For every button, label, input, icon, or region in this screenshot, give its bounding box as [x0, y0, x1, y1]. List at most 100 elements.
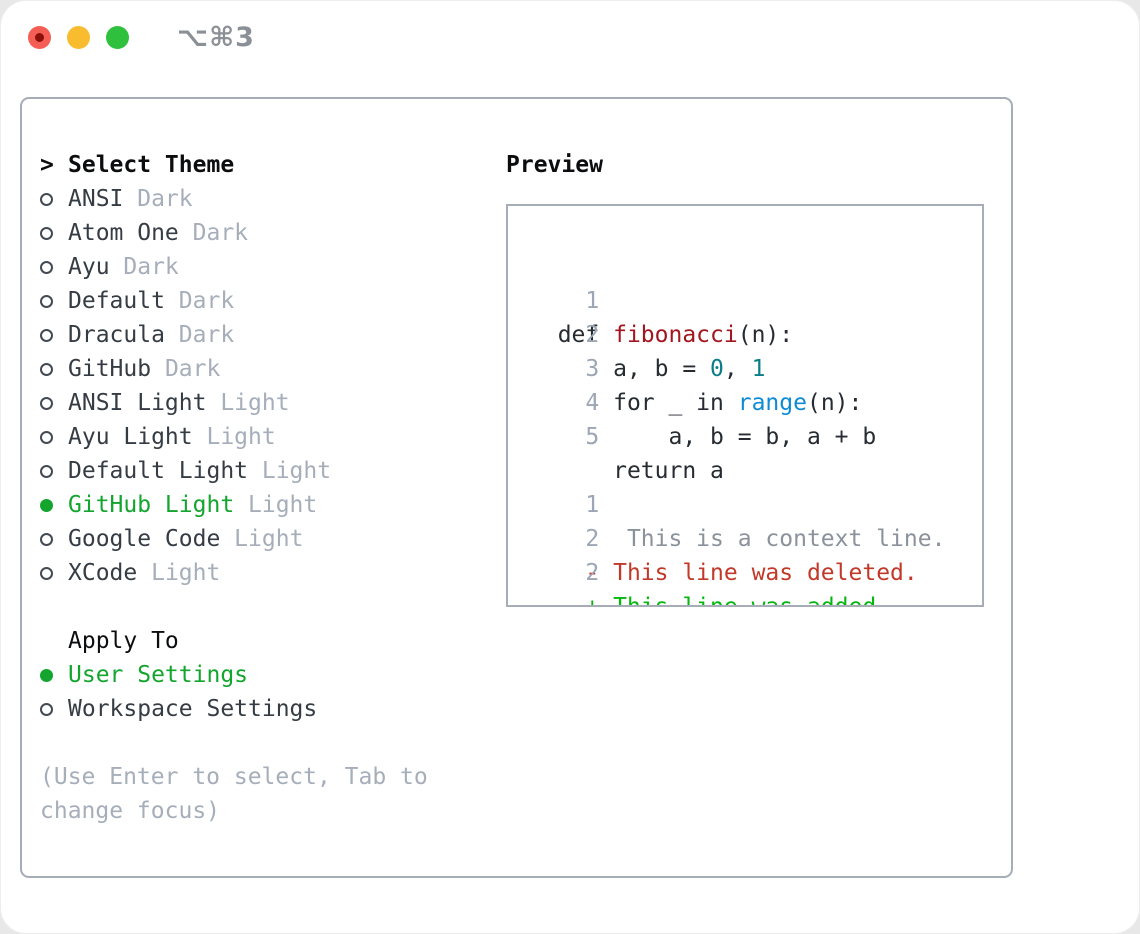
radio-icon: [40, 226, 53, 240]
option-variant-label: Dark: [178, 220, 249, 246]
code-segment: fibonacci: [613, 322, 738, 348]
radio-icon: [40, 702, 53, 716]
close-button-dot-icon: [35, 32, 44, 42]
apply-to-heading-row: Apply To: [40, 624, 500, 658]
option-variant-label: Dark: [123, 186, 193, 212]
line-number: 2: [585, 322, 600, 348]
option-variant-label: Dark: [164, 288, 235, 314]
theme-option-default-light[interactable]: Default Light Light: [40, 454, 500, 488]
preview-column: Preview 1 def fibonacci(n): 2 a, b = 0, …: [506, 148, 992, 607]
preview-box: 1 def fibonacci(n): 2 a, b = 0, 1 3 for …: [506, 204, 984, 607]
preview-heading: Preview: [506, 152, 603, 178]
option-variant-label: Light: [206, 390, 290, 416]
option-variant-label: Light: [192, 424, 276, 450]
code-line: 5 return a: [530, 386, 982, 484]
theme-option-github-light[interactable]: GitHub Light Light: [40, 488, 500, 522]
option-variant-label: Dark: [109, 254, 179, 280]
radio-icon: [40, 192, 53, 206]
code-line: 1 This is a context line.: [530, 454, 982, 552]
line-number: 2: [585, 526, 600, 552]
option-label: Ayu Light: [68, 424, 193, 450]
option-variant-label: Light: [137, 560, 221, 586]
radio-icon: [40, 464, 53, 478]
radio-icon: [40, 396, 53, 410]
option-label: Dracula: [68, 322, 165, 348]
option-label: GitHub: [68, 356, 152, 382]
option-label: Atom One: [68, 220, 179, 246]
option-variant-label: Light: [220, 526, 304, 552]
theme-option-ayu[interactable]: Ayu Dark: [40, 250, 500, 284]
code-segment: for _ in: [557, 390, 738, 416]
code-line: 2 + This line was added.: [530, 522, 982, 605]
theme-option-atom-one[interactable]: Atom One Dark: [40, 216, 500, 250]
option-variant-label: Light: [248, 458, 332, 484]
theme-option-default[interactable]: Default Dark: [40, 284, 500, 318]
radio-icon: [40, 532, 53, 546]
option-label: GitHub Light: [68, 492, 235, 518]
theme-list: ANSI Dark Atom One Dark Ayu Dark Default…: [40, 182, 500, 590]
option-label: ANSI Light: [68, 390, 207, 416]
theme-option-github[interactable]: GitHub Dark: [40, 352, 500, 386]
option-variant-label: Light: [234, 492, 318, 518]
line-number: 5: [585, 424, 600, 450]
code-segment: + This line was added.: [557, 594, 891, 607]
apply-option-workspace-settings[interactable]: Workspace Settings: [40, 692, 500, 726]
option-label: Google Code: [68, 526, 221, 552]
window-title-shortcut: ⌥⌘3: [177, 21, 255, 53]
line-number: 1: [585, 288, 600, 314]
theme-option-dracula[interactable]: Dracula Dark: [40, 318, 500, 352]
code-segment: a, b = b, a + b: [557, 424, 877, 450]
maximize-button[interactable]: [106, 25, 129, 49]
apply-option-user-settings[interactable]: User Settings: [40, 658, 500, 692]
code-segment: 0: [710, 356, 724, 382]
spacer: [40, 726, 500, 760]
radio-icon: [40, 430, 53, 444]
code-preview: 1 def fibonacci(n): 2 a, b = 0, 1 3 for …: [530, 250, 982, 605]
theme-option-ansi[interactable]: ANSI Dark: [40, 182, 500, 216]
option-label: User Settings: [68, 662, 249, 688]
option-label: Default Light: [68, 458, 249, 484]
close-button[interactable]: [28, 25, 51, 49]
keyboard-hint: (Use Enter to select, Tab to change focu…: [40, 764, 428, 824]
code-segment: (n):: [806, 390, 863, 416]
radio-icon: [40, 260, 53, 274]
code-segment: return a: [557, 458, 724, 484]
theme-list-heading: Select Theme: [68, 152, 235, 178]
theme-option-ayu-light[interactable]: Ayu Light Light: [40, 420, 500, 454]
cursor-indicator: >: [40, 152, 54, 178]
code-segment: This is a context line.: [557, 526, 946, 552]
option-label: Default: [68, 288, 165, 314]
theme-list-heading-row: > Select Theme: [40, 148, 500, 182]
theme-list-column: > Select Theme ANSI Dark Atom One Dark A…: [40, 148, 500, 828]
minimize-button[interactable]: [67, 25, 90, 49]
radio-icon: [40, 498, 53, 512]
line-number: 2: [585, 560, 600, 586]
option-label: Ayu: [68, 254, 110, 280]
code-segment: range: [737, 390, 807, 416]
code-segment: def: [557, 322, 614, 348]
theme-option-ansi-light[interactable]: ANSI Light Light: [40, 386, 500, 420]
option-variant-label: Dark: [151, 356, 221, 382]
code-line: 4 a, b = b, a + b: [530, 352, 982, 450]
code-segment: a, b =: [557, 356, 711, 382]
option-label: XCode: [68, 560, 138, 586]
code-line: 2 - This line was deleted.: [530, 488, 982, 586]
preview-heading-row: Preview: [506, 148, 992, 182]
titlebar: ⌥⌘3: [0, 0, 1140, 74]
code-segment: ,: [723, 356, 752, 382]
option-variant-label: Dark: [164, 322, 235, 348]
line-number: 3: [585, 356, 600, 382]
code-line: 1 def fibonacci(n):: [530, 250, 982, 348]
code-line: 3 for _ in range(n):: [530, 318, 982, 416]
radio-icon: [40, 328, 53, 342]
radio-icon: [40, 294, 53, 308]
code-segment: 1: [751, 356, 766, 382]
radio-icon: [40, 668, 53, 682]
theme-option-xcode[interactable]: XCode Light: [40, 556, 500, 590]
code-segment: - This line was deleted.: [557, 560, 918, 586]
theme-option-google-code[interactable]: Google Code Light: [40, 522, 500, 556]
theme-picker-panel: > Select Theme ANSI Dark Atom One Dark A…: [20, 97, 1013, 878]
radio-icon: [40, 566, 53, 580]
apply-to-list: User Settings Workspace Settings: [40, 658, 500, 726]
option-label: Workspace Settings: [68, 696, 318, 722]
